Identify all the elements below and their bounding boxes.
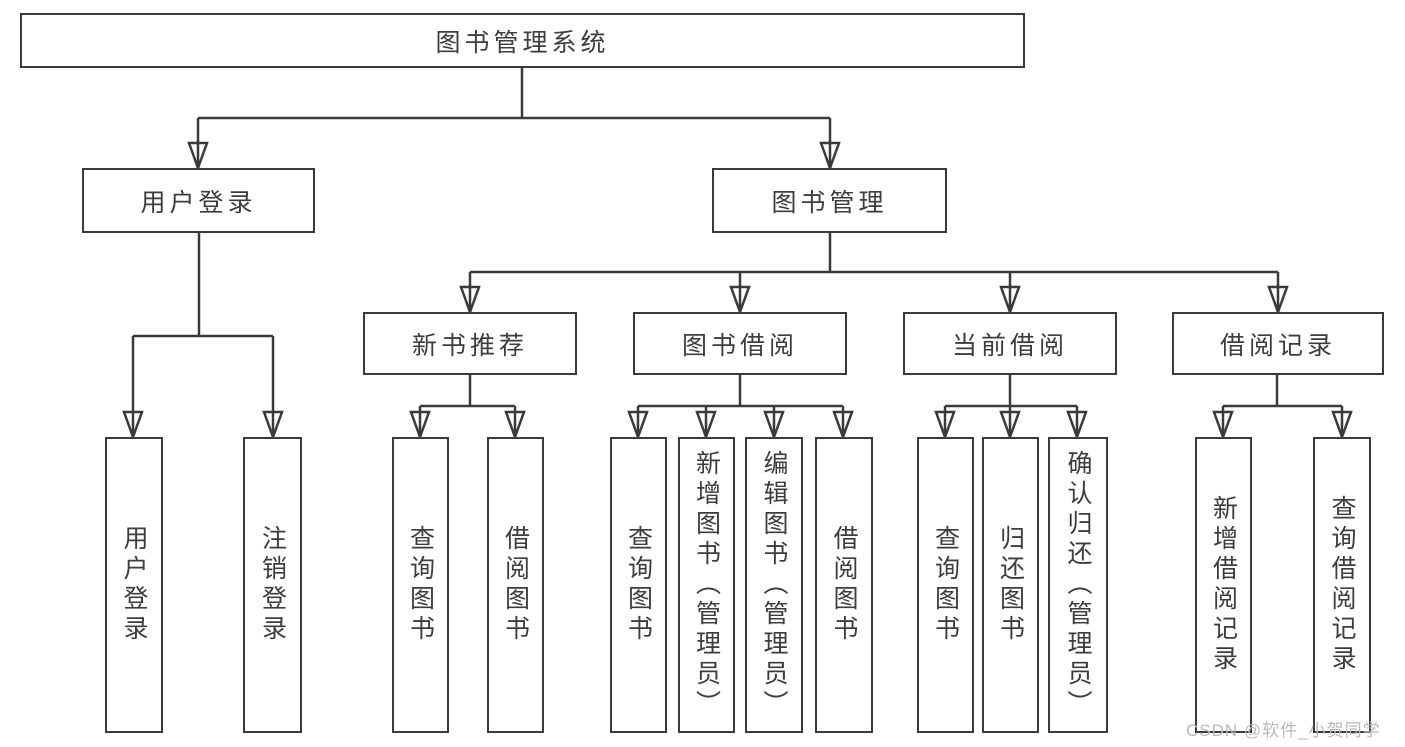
leaf-record-add-borrow-record-label: 新增借阅记录 (1209, 495, 1238, 675)
leaf-logout-label: 注销登录 (258, 525, 287, 645)
node-book-management: 图书管理 (712, 168, 947, 233)
node-user-login: 用户登录 (82, 168, 315, 233)
leaf-record-query-borrow-record: 查询借阅记录 (1313, 437, 1371, 733)
leaf-current-confirm-return-admin-label: 确认归还（管理员） (1064, 450, 1092, 720)
node-book-management-label: 图书管理 (771, 188, 888, 217)
leaf-current-query-books-label: 查询图书 (931, 525, 960, 645)
leaf-logout: 注销登录 (243, 437, 302, 733)
node-borrowing-record-label: 借阅记录 (1219, 331, 1336, 360)
leaf-borrow-query-books: 查询图书 (610, 437, 667, 733)
node-new-book-recommendation: 新书推荐 (363, 312, 577, 375)
leaf-borrow-query-books-label: 查询图书 (624, 525, 653, 645)
node-current-borrowing-label: 当前借阅 (951, 331, 1068, 360)
leaf-current-return-books-label: 归还图书 (996, 525, 1025, 645)
leaf-user-login: 用户登录 (105, 437, 163, 733)
leaf-newrec-borrow-books: 借阅图书 (487, 437, 544, 733)
csdn-watermark: CSDN @软件_小贺同学 (1186, 721, 1381, 740)
leaf-record-add-borrow-record: 新增借阅记录 (1195, 437, 1252, 733)
node-new-book-recommendation-label: 新书推荐 (411, 331, 528, 360)
leaf-borrow-add-books-admin-label: 新增图书（管理员） (692, 450, 721, 720)
leaf-user-login-label: 用户登录 (120, 525, 148, 645)
node-borrowing-record: 借阅记录 (1172, 312, 1384, 375)
leaf-newrec-query-books: 查询图书 (392, 437, 449, 733)
leaf-current-return-books: 归还图书 (982, 437, 1039, 733)
leaf-newrec-query-books-label: 查询图书 (406, 525, 435, 645)
leaf-current-query-books: 查询图书 (917, 437, 974, 733)
node-user-login-label: 用户登录 (140, 188, 257, 217)
node-book-borrowing-label: 图书借阅 (681, 331, 798, 360)
node-book-borrowing: 图书借阅 (633, 312, 847, 375)
leaf-current-confirm-return-admin: 确认归还（管理员） (1048, 437, 1108, 733)
leaf-record-query-borrow-record-label: 查询借阅记录 (1328, 495, 1356, 675)
leaf-borrow-add-books-admin: 新增图书（管理员） (678, 437, 735, 733)
leaf-borrow-edit-books-admin-label: 编辑图书（管理员） (760, 450, 788, 720)
leaf-newrec-borrow-books-label: 借阅图书 (501, 525, 530, 645)
node-current-borrowing: 当前借阅 (903, 312, 1117, 375)
leaf-borrow-edit-books-admin: 编辑图书（管理员） (745, 437, 803, 733)
leaf-borrow-borrow-books-label: 借阅图书 (830, 525, 858, 645)
node-root: 图书管理系统 (20, 13, 1025, 68)
node-root-label: 图书管理系统 (435, 28, 610, 57)
leaf-borrow-borrow-books: 借阅图书 (815, 437, 873, 733)
